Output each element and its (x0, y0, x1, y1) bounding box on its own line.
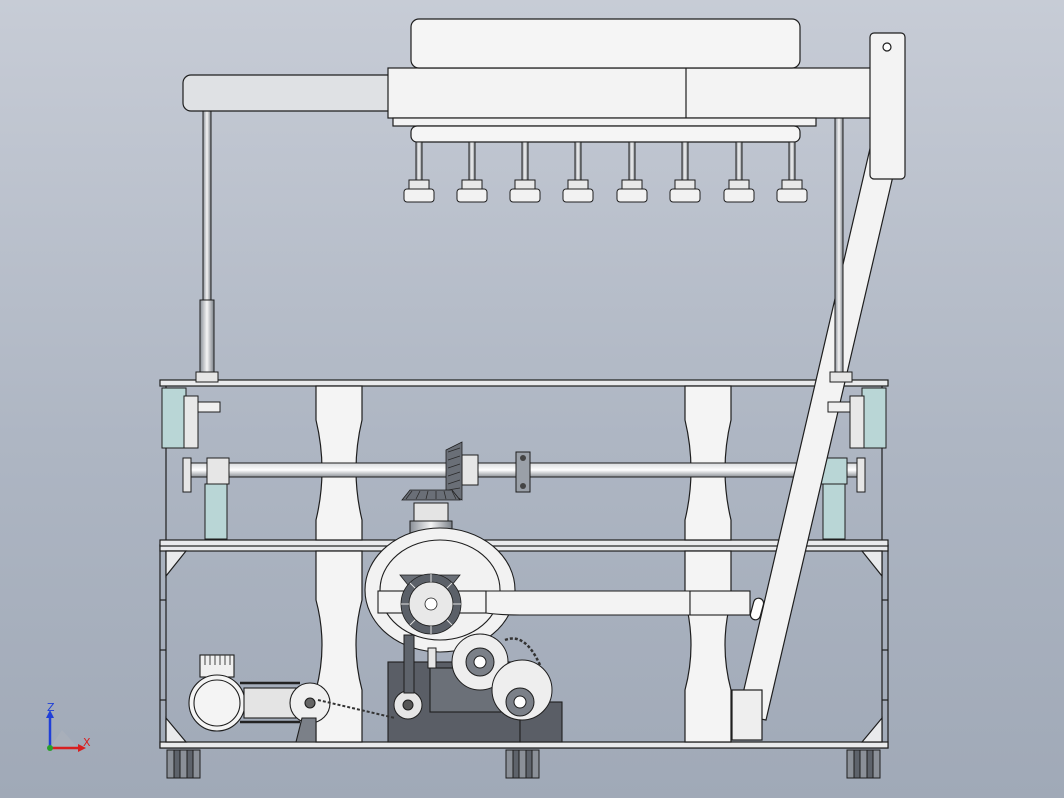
axis-triad: Z X (46, 701, 91, 752)
lower-bevel-gear (399, 573, 462, 635)
top-housing (410, 18, 801, 143)
lower-frame (159, 544, 889, 749)
upper-frame (159, 379, 889, 547)
drive-chain (504, 637, 542, 666)
nozzle (456, 141, 488, 203)
upper-bevel-gear (401, 441, 463, 501)
nozzle-row (403, 141, 808, 203)
nozzle (776, 141, 808, 203)
z-axis-label: Z (47, 701, 55, 714)
side-brackets (161, 387, 887, 449)
electric-motor (188, 654, 396, 743)
nozzle (562, 141, 594, 203)
nozzle (509, 141, 541, 203)
nozzle (616, 141, 648, 203)
y-axis-dot (47, 745, 53, 751)
drive-shaft (182, 451, 866, 540)
z-axis-arrowhead (46, 710, 54, 718)
x-axis-arrowhead (78, 744, 86, 752)
triad-plane (50, 730, 78, 748)
gear-train (393, 633, 553, 721)
frame-feet (166, 749, 881, 779)
x-axis-label: X (83, 736, 91, 749)
nozzle (403, 141, 435, 203)
nozzle (723, 141, 755, 203)
nozzle (669, 141, 701, 203)
